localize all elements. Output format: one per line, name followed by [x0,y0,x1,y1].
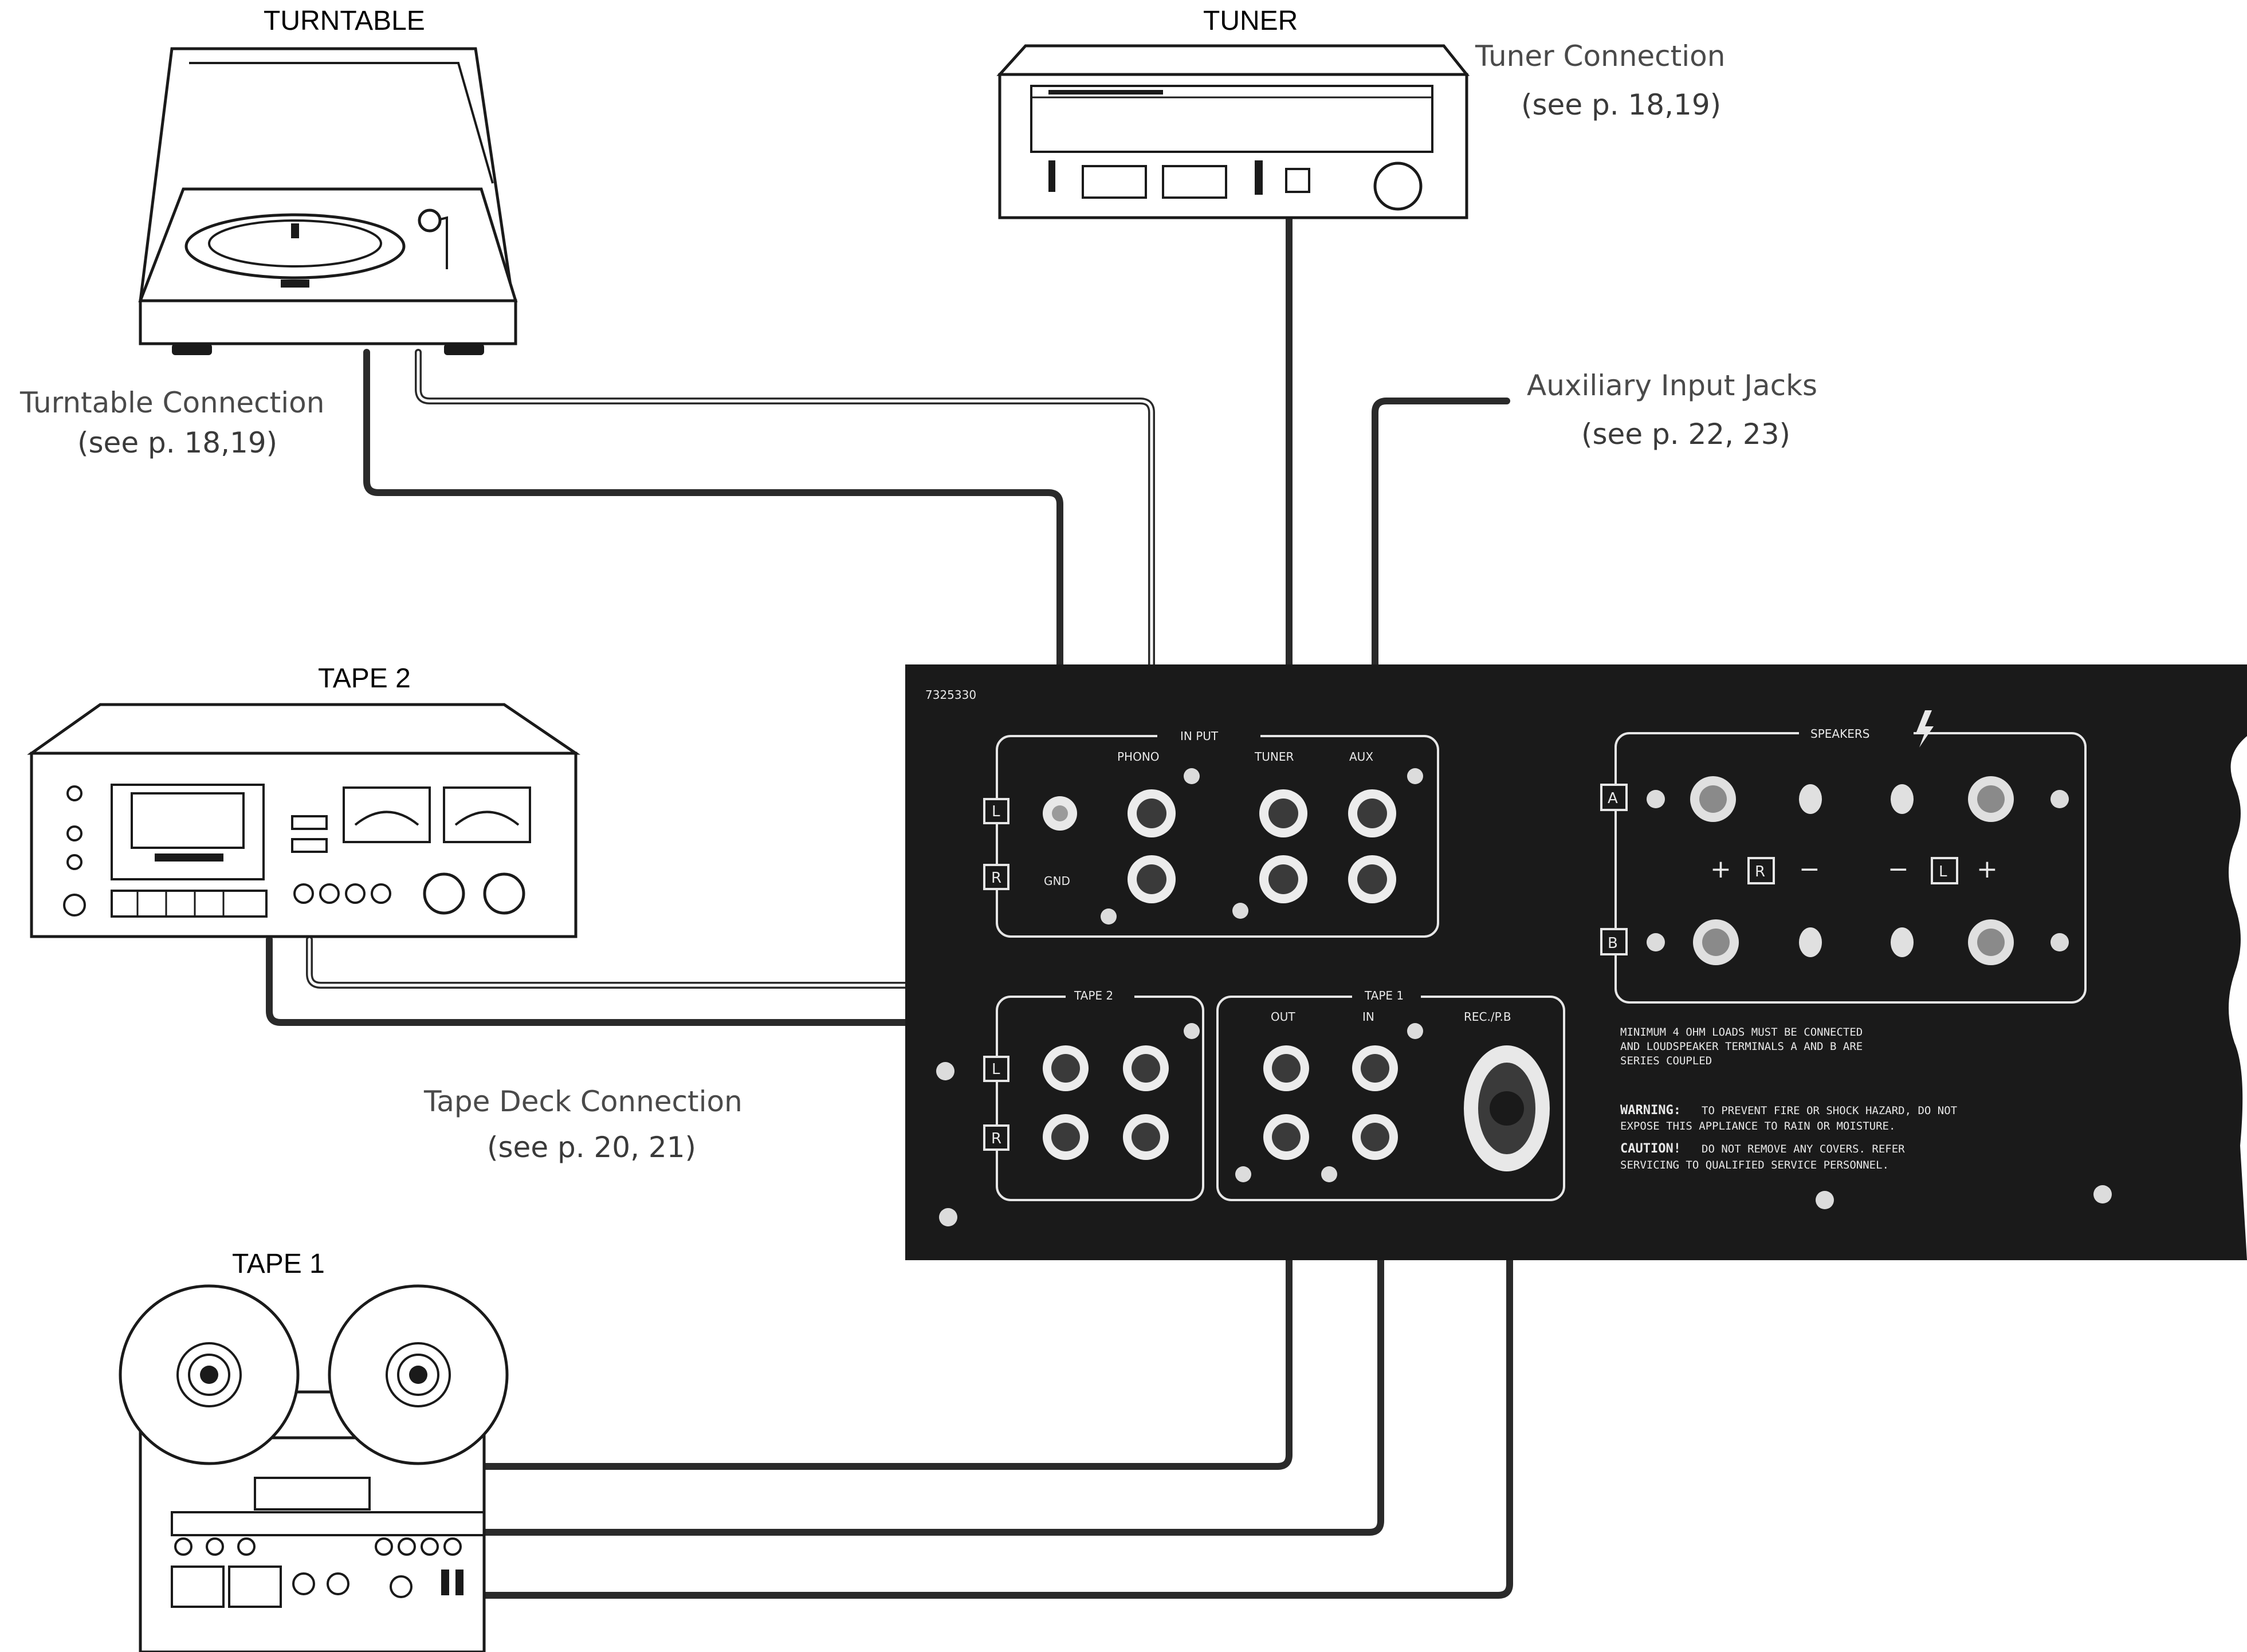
recpb-label: REC./P.B [1464,1010,1511,1024]
gnd-terminal[interactable] [1043,796,1077,831]
warning-line-2: EXPOSE THIS APPLIANCE TO RAIN OR MOISTUR… [1620,1120,1895,1132]
tuner-connection-title: Tuner Connection [1475,40,1725,73]
spk-l-letter: L [1939,863,1947,880]
speaker-a-letter: A [1608,790,1618,807]
tape1-in-label: IN [1362,1010,1374,1024]
caution-head: CAUTION! [1620,1142,1681,1156]
turntable-connection-ref: (see p. 18,19) [77,426,277,459]
recpb-din-socket[interactable] [1464,1045,1550,1171]
aux-label: AUX [1349,750,1373,764]
aux-connection-ref: (see p. 22, 23) [1581,418,1790,451]
min-load-line-3: SERIES COUPLED [1620,1055,1712,1067]
warning-head: WARNING: [1620,1103,1681,1118]
tape2-device: TAPE 2 [32,663,576,937]
input-label: IN PUT [1180,729,1219,743]
spk-l-minus: − [1888,855,1909,884]
aux-connection-title: Auxiliary Input Jacks [1527,369,1817,402]
tuner-connection-ref: (see p. 18,19) [1521,88,1721,121]
tape2-left-letter: L [992,1061,1000,1078]
speaker-b-letter: B [1608,935,1618,952]
spk-r-letter: R [1755,863,1765,880]
tape2-panel-label: TAPE 2 [1074,989,1113,1002]
turntable-device: TURNTABLE [140,6,516,355]
input-right-letter: R [991,870,1001,887]
tape1-out-label: OUT [1271,1010,1295,1024]
turntable-label: TURNTABLE [264,6,425,36]
spk-r-minus: − [1799,855,1820,884]
amplifier-rear-panel: 7325330 IN PUT PHONO TUNER AUX L R GND [905,664,2247,1260]
tuner-label: TUNER [1203,6,1298,36]
turntable-connection-title: Turntable Connection [19,386,324,419]
min-load-line-1: MINIMUM 4 OHM LOADS MUST BE CONNECTED [1620,1026,1863,1039]
tape1-label: TAPE 1 [232,1249,325,1279]
phono-label: PHONO [1117,750,1160,764]
caution-line-2: SERVICING TO QUALIFIED SERVICE PERSONNEL… [1620,1159,1889,1171]
tuner-jack-label: TUNER [1254,750,1294,764]
input-left-letter: L [992,803,1000,820]
tape-connection-ref: (see p. 20, 21) [487,1131,696,1164]
tape1-panel-label: TAPE 1 [1364,989,1404,1002]
caution-line-1: DO NOT REMOVE ANY COVERS. REFER [1702,1143,1905,1155]
tuner-device: TUNER [1000,6,1467,218]
gnd-label: GND [1044,874,1070,888]
tape-connection-title: Tape Deck Connection [423,1085,743,1118]
panel-serial: 7325330 [925,688,976,702]
min-load-line-2: AND LOUDSPEAKER TERMINALS A AND B ARE [1620,1040,1863,1053]
speakers-label: SPEAKERS [1810,727,1869,741]
tape2-label: TAPE 2 [318,663,411,694]
tape1-device: TAPE 1 [120,1249,507,1652]
tape2-right-letter: R [991,1130,1001,1147]
warning-line-1: TO PREVENT FIRE OR SHOCK HAZARD, DO NOT [1702,1104,1957,1117]
spk-r-plus: + [1710,855,1731,884]
spk-l-plus: + [1977,855,1998,884]
